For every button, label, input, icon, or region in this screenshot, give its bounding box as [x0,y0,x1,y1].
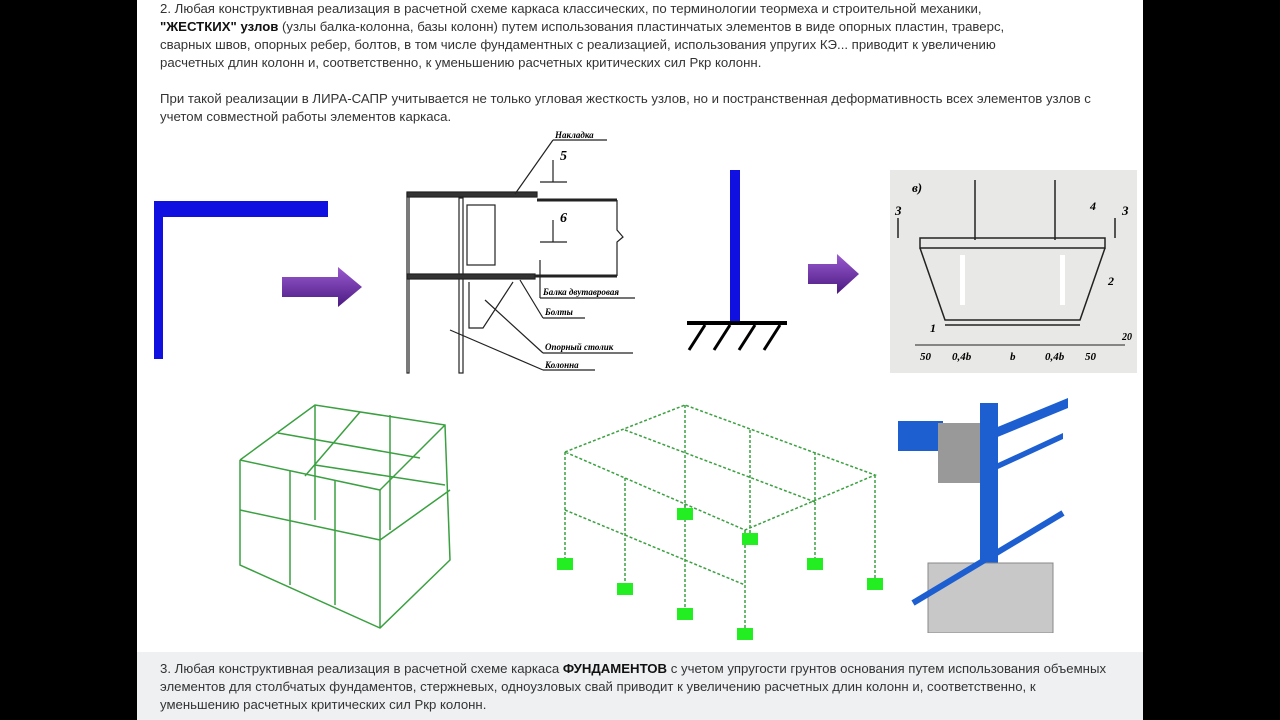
label-overlay-plate: Накладка [554,130,594,140]
beam-column-joint-drawing: Накладка 5 6 Балка двутавровая Болты Опо… [406,130,635,374]
text-line: 2. Любая конструктивная реализация в рас… [160,1,982,16]
label-support-table: Опорный столик [545,342,614,352]
fixed-column-sketch [687,170,787,351]
arrow-right-icon [282,267,362,307]
section-3-left: 3 [894,203,902,218]
label-bolts: Болты [544,307,573,317]
section-6-label: 6 [560,211,567,226]
dim-50-right: 50 [1085,351,1097,363]
bold-term: "ЖЕСТКИХ" узлов [160,19,279,34]
section-3-panel: 3. Любая конструктивная реализация в рас… [137,652,1143,720]
bold-term: ФУНДАМЕНТОВ [562,661,668,676]
section-3-text: 3. Любая конструктивная реализация в рас… [160,660,1110,714]
text-span: 3. Любая конструктивная реализация в рас… [160,661,563,676]
dim-50-left: 50 [920,351,932,363]
label-column: Колонна [544,360,579,370]
label-i-beam: Балка двутавровая [542,287,619,297]
frame-model-rigid [239,404,451,629]
section-5-label: 5 [560,149,567,164]
dim-04b-left: 0,4b [952,351,972,363]
dim-04b-right: 0,4b [1045,351,1065,363]
arrow-right-icon [808,254,859,294]
section-3-right: 3 [1121,203,1129,218]
dim-20: 20 [1121,332,1132,343]
label-4: 4 [1089,199,1096,213]
joint-3d-model [898,398,1068,633]
text-line: расчетных длин колонн и, соответственно,… [160,55,762,70]
label-2: 2 [1107,274,1114,288]
dim-b: b [1010,351,1016,363]
text-line: сварных швов, опорных ребер, болтов, в т… [160,37,996,52]
rigid-corner-sketch [154,201,328,359]
section-2-text: 2. Любая конструктивная реализация в рас… [160,0,1130,126]
text-span: (узлы балка-колонна, базы колонн) путем … [278,19,1005,34]
frame-model-foundations [557,404,883,640]
figure-label: в) [912,180,922,195]
paragraph: При такой реализации в ЛИРА-САПР учитыва… [160,91,1091,124]
text-line: "ЖЕСТКИХ" узлов (узлы балка-колонна, баз… [160,18,1130,36]
column-base-drawing: в) 3 4 3 2 1 50 0,4b b 0,4b 50 20 [890,170,1137,373]
slide-page: 2. Любая конструктивная реализация в рас… [137,0,1143,720]
label-1: 1 [930,321,936,335]
text-span: с учетом упругости грунтов основания пут… [160,661,1107,712]
